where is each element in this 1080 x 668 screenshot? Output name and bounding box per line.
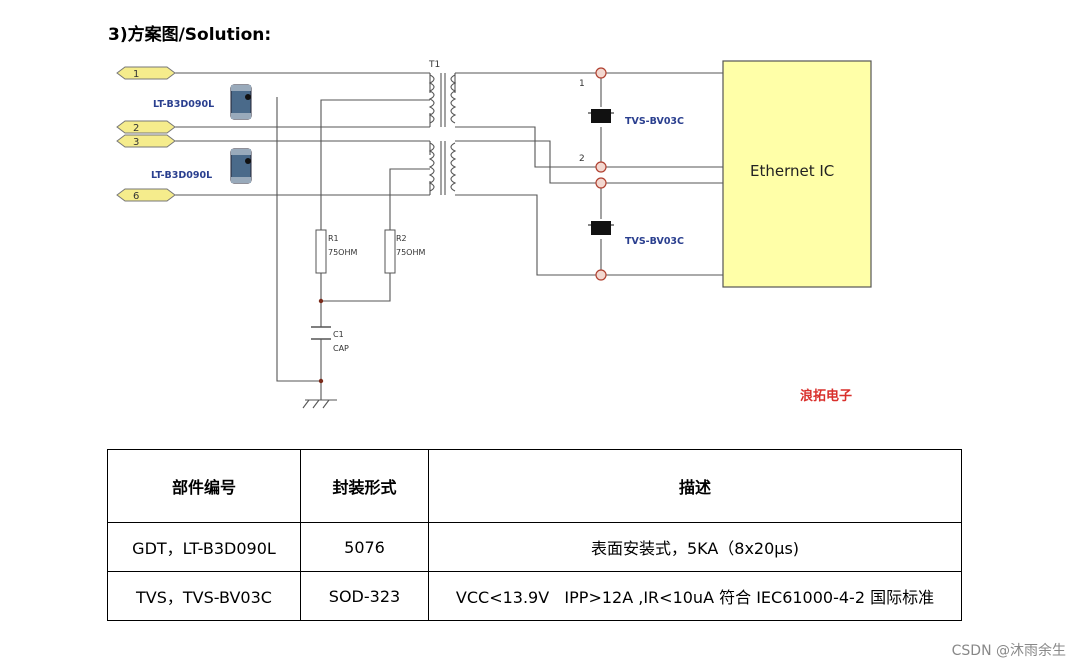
svg-text:3: 3 xyxy=(133,137,139,148)
connector-6: 6 xyxy=(116,188,176,202)
header-package: 封装形式 xyxy=(300,449,429,523)
gdt-label-bottom: LT-B3D090L xyxy=(151,170,212,181)
gdt-label-top: LT-B3D090L xyxy=(153,99,214,110)
table-row: GDT，LT-B3D090L 5076 表面安装式，5KA（8x20μs) xyxy=(107,522,962,572)
cell-description: 表面安装式，5KA（8x20μs) xyxy=(428,522,962,572)
connector-3: 3 xyxy=(116,134,176,148)
gdt-component-bottom xyxy=(230,148,252,184)
cell-part: GDT，LT-B3D090L xyxy=(107,522,301,572)
table-row: TVS，TVS-BV03C SOD-323 VCC<13.9V IPP>12A … xyxy=(107,571,962,621)
resistor-r1 xyxy=(315,229,327,274)
component-table: 部件编号 封装形式 描述 GDT，LT-B3D090L 5076 表面安装式，5… xyxy=(107,449,962,621)
svg-text:6: 6 xyxy=(133,191,139,202)
resistor-r2 xyxy=(384,229,396,274)
capacitor-c1 xyxy=(311,326,331,340)
ethernet-ic-label: Ethernet IC xyxy=(750,162,834,180)
r1-name: R1 xyxy=(328,234,339,243)
header-part-number: 部件编号 xyxy=(107,449,301,523)
section-heading: 3)方案图/Solution: xyxy=(108,25,272,45)
table-header-row: 部件编号 封装形式 描述 xyxy=(107,449,962,523)
r2-value: 75OHM xyxy=(396,248,425,257)
ground-icon xyxy=(302,399,337,409)
transformer-label: T1 xyxy=(428,60,440,70)
tvs-component-top xyxy=(588,109,614,123)
connector-1: 1 xyxy=(116,66,176,80)
c1-value: CAP xyxy=(333,344,349,353)
cell-package: SOD-323 xyxy=(300,571,429,621)
circuit-schematic: Ethernet IC xyxy=(116,60,872,409)
gdt-component-top xyxy=(230,84,252,120)
connector-2: 2 xyxy=(116,120,176,134)
r2-name: R2 xyxy=(396,234,407,243)
cell-part: TVS，TVS-BV03C xyxy=(107,571,301,621)
tvs-label-bottom: TVS-BV03C xyxy=(625,236,684,247)
tvs-label-top: TVS-BV03C xyxy=(625,116,684,127)
pin-number-2: 2 xyxy=(579,154,585,164)
brand-label: 浪拓电子 xyxy=(800,388,852,404)
transformer xyxy=(428,73,457,195)
tvs-component-bottom xyxy=(588,221,614,235)
ethernet-ic-box xyxy=(722,60,872,288)
c1-name: C1 xyxy=(333,330,344,339)
r1-value: 75OHM xyxy=(328,248,357,257)
svg-text:2: 2 xyxy=(133,123,139,134)
pin-number-1: 1 xyxy=(579,79,585,89)
cell-description: VCC<13.9V IPP>12A ,IR<10uA 符合 IEC61000-4… xyxy=(428,571,962,621)
header-description: 描述 xyxy=(428,449,962,523)
svg-text:1: 1 xyxy=(133,69,139,80)
cell-package: 5076 xyxy=(300,522,429,572)
terminal-nodes xyxy=(595,67,607,281)
watermark: CSDN @沐雨余生 xyxy=(951,643,1066,659)
